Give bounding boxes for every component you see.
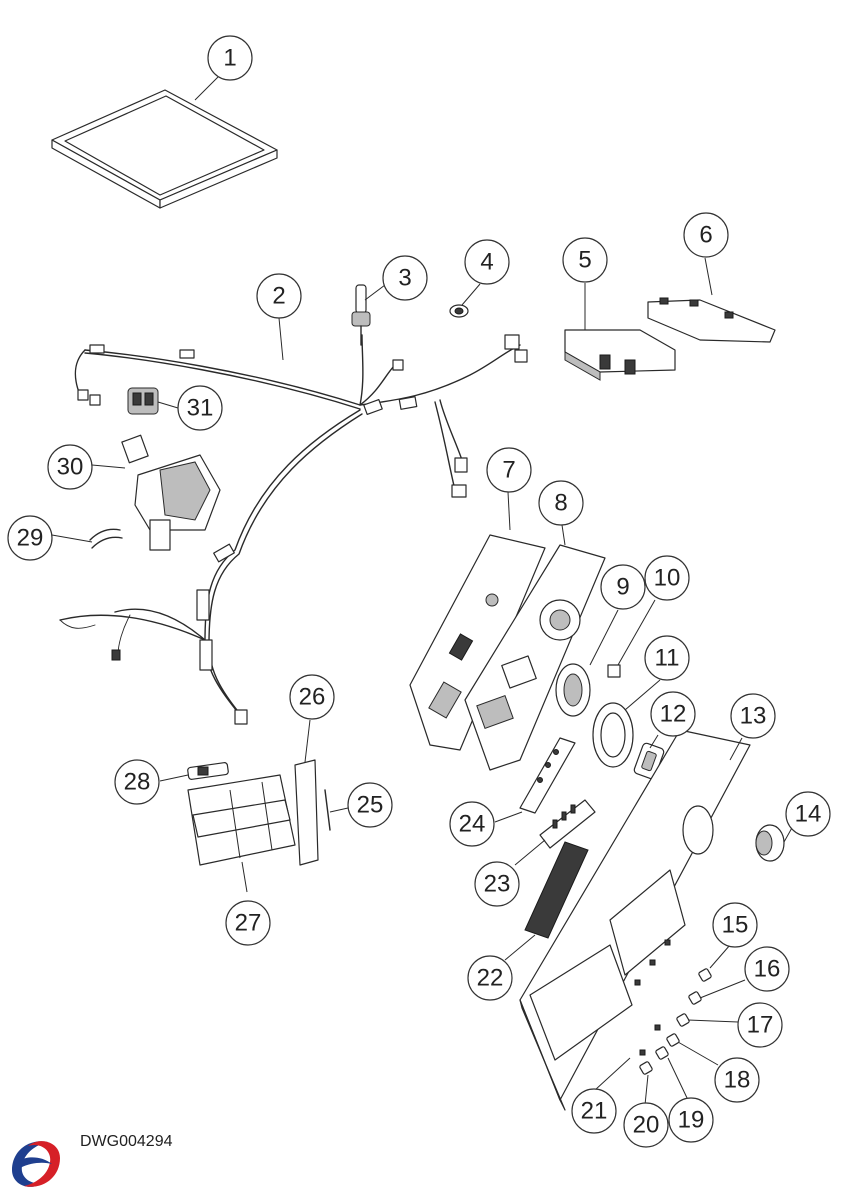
- callout-23: 23: [474, 861, 520, 907]
- part-6-connector-strip: [647, 297, 776, 343]
- callout-17: 17: [737, 1002, 783, 1048]
- svg-text:14: 14: [795, 801, 822, 828]
- part-29-hose-clip: [89, 528, 123, 549]
- callout-15: 15: [712, 902, 758, 948]
- part-2-wiring-harness: [59, 334, 528, 725]
- callout-12: 12: [650, 691, 696, 737]
- svg-text:23: 23: [484, 871, 511, 898]
- callout-9: 9: [600, 564, 646, 610]
- callout-1: 1: [207, 35, 253, 81]
- callout-14: 14: [785, 791, 831, 837]
- svg-text:11: 11: [655, 645, 680, 672]
- part-24-led-board: [519, 737, 576, 814]
- callout-26: 26: [289, 674, 335, 720]
- part-14-knob: [755, 824, 785, 862]
- svg-text:7: 7: [502, 457, 515, 484]
- svg-text:16: 16: [754, 956, 781, 983]
- part-22-display-window: [524, 841, 589, 939]
- callout-3: 3: [382, 255, 428, 301]
- part-30-valve: [121, 434, 221, 551]
- callout-25: 25: [347, 782, 393, 828]
- svg-text:27: 27: [235, 910, 262, 937]
- callout-2: 2: [256, 273, 302, 319]
- svg-text:3: 3: [398, 265, 411, 292]
- callout-22: 22: [467, 955, 513, 1001]
- part-1-lid-frame: [51, 89, 278, 209]
- callout-6: 6: [683, 212, 729, 258]
- svg-text:29: 29: [17, 525, 44, 552]
- part-26-drawer-front: [294, 759, 319, 866]
- callout-18: 18: [714, 1057, 760, 1103]
- svg-text:26: 26: [299, 684, 326, 711]
- svg-text:20: 20: [633, 1112, 660, 1139]
- callout-19: 19: [668, 1097, 714, 1143]
- part-5-power-module: [564, 329, 676, 381]
- callout-5: 5: [562, 237, 608, 283]
- svg-text:4: 4: [480, 249, 493, 276]
- part-13-control-panel: [519, 729, 751, 1111]
- part-27-detergent-drawer: [187, 774, 296, 866]
- callout-29: 29: [7, 515, 53, 561]
- svg-text:9: 9: [616, 574, 629, 601]
- svg-text:2: 2: [272, 283, 285, 310]
- svg-text:13: 13: [740, 703, 767, 730]
- part-4-clip: [449, 304, 469, 318]
- part-25-seal-strip: [324, 789, 331, 831]
- buttons-15-21: [639, 968, 712, 1075]
- svg-text:24: 24: [459, 811, 486, 838]
- svg-text:6: 6: [699, 222, 712, 249]
- svg-text:8: 8: [554, 490, 567, 517]
- svg-text:15: 15: [722, 912, 749, 939]
- callouts: 1 2 3 4 5 6 7 8 9 10 11 12 13 14 15 16 1…: [7, 35, 831, 1148]
- part-3-sensor: [351, 284, 371, 346]
- callout-20: 20: [623, 1102, 669, 1148]
- svg-text:22: 22: [477, 965, 504, 992]
- part-8-board-holder: [464, 544, 606, 771]
- callout-28: 28: [114, 759, 160, 805]
- svg-text:21: 21: [581, 1098, 608, 1125]
- part-11-bezel-ring: [592, 702, 634, 768]
- svg-text:28: 28: [124, 769, 151, 796]
- callout-10: 10: [644, 555, 690, 601]
- callout-7: 7: [486, 447, 532, 493]
- swirl-logo-icon: [12, 1141, 60, 1187]
- svg-text:10: 10: [654, 565, 681, 592]
- leader-lines: [51, 74, 794, 1106]
- part-10-small-part: [607, 664, 621, 678]
- callout-16: 16: [744, 946, 790, 992]
- svg-text:5: 5: [578, 247, 591, 274]
- callout-31: 31: [177, 385, 223, 431]
- part-23-led-holder: [539, 799, 596, 849]
- svg-text:17: 17: [747, 1012, 774, 1039]
- part-28-siphon: [187, 762, 229, 780]
- callout-30: 30: [47, 444, 93, 490]
- callout-13: 13: [730, 693, 776, 739]
- part-7-control-board: [409, 534, 546, 751]
- svg-text:1: 1: [223, 45, 236, 72]
- callout-21: 21: [571, 1088, 617, 1134]
- svg-text:18: 18: [724, 1067, 751, 1094]
- callout-11: 11: [644, 635, 690, 681]
- svg-text:25: 25: [357, 792, 384, 819]
- part-31-filter: [127, 387, 159, 415]
- drawing-number: DWG004294: [80, 1133, 173, 1150]
- callout-24: 24: [449, 801, 495, 847]
- svg-text:19: 19: [678, 1107, 705, 1134]
- svg-text:12: 12: [660, 701, 687, 728]
- callout-8: 8: [538, 480, 584, 526]
- callout-27: 27: [225, 900, 271, 946]
- callout-4: 4: [464, 239, 510, 285]
- svg-text:31: 31: [187, 395, 214, 422]
- part-9-encoder-ring: [555, 663, 591, 717]
- svg-text:30: 30: [57, 454, 84, 481]
